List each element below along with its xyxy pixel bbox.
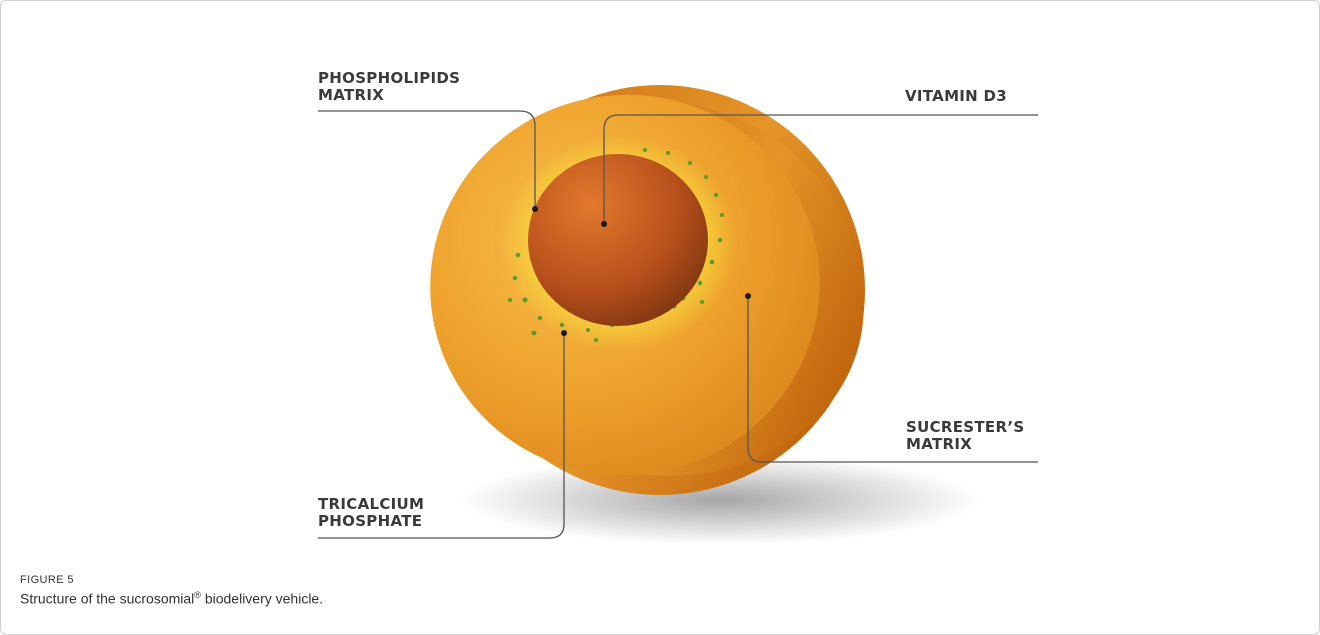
label-line: MATRIX xyxy=(318,87,460,104)
label-line: PHOSPHOLIPIDS xyxy=(318,70,460,87)
label-phospholipids-matrix: PHOSPHOLIPIDS MATRIX xyxy=(318,70,460,104)
label-sucresters-matrix: SUCRESTER’S MATRIX xyxy=(906,419,1024,453)
sucrosome-diagram xyxy=(0,0,1320,560)
caption-text: biodelivery vehicle. xyxy=(201,591,323,607)
label-line: PHOSPHATE xyxy=(318,513,424,530)
caption-text: Structure of the sucrosomial xyxy=(20,591,194,607)
label-line: SUCRESTER’S xyxy=(906,419,1024,436)
vitamin-core xyxy=(528,154,708,326)
label-line: MATRIX xyxy=(906,436,1024,453)
figure-number: FIGURE 5 xyxy=(20,574,74,586)
label-tricalcium-phosphate: TRICALCIUM PHOSPHATE xyxy=(318,496,424,530)
label-vitamin-d3: VITAMIN D3 xyxy=(905,88,1007,105)
figure-caption: Structure of the sucrosomial® biodeliver… xyxy=(20,590,323,607)
label-line: VITAMIN D3 xyxy=(905,88,1007,105)
label-line: TRICALCIUM xyxy=(318,496,424,513)
registered-mark: ® xyxy=(194,590,201,600)
